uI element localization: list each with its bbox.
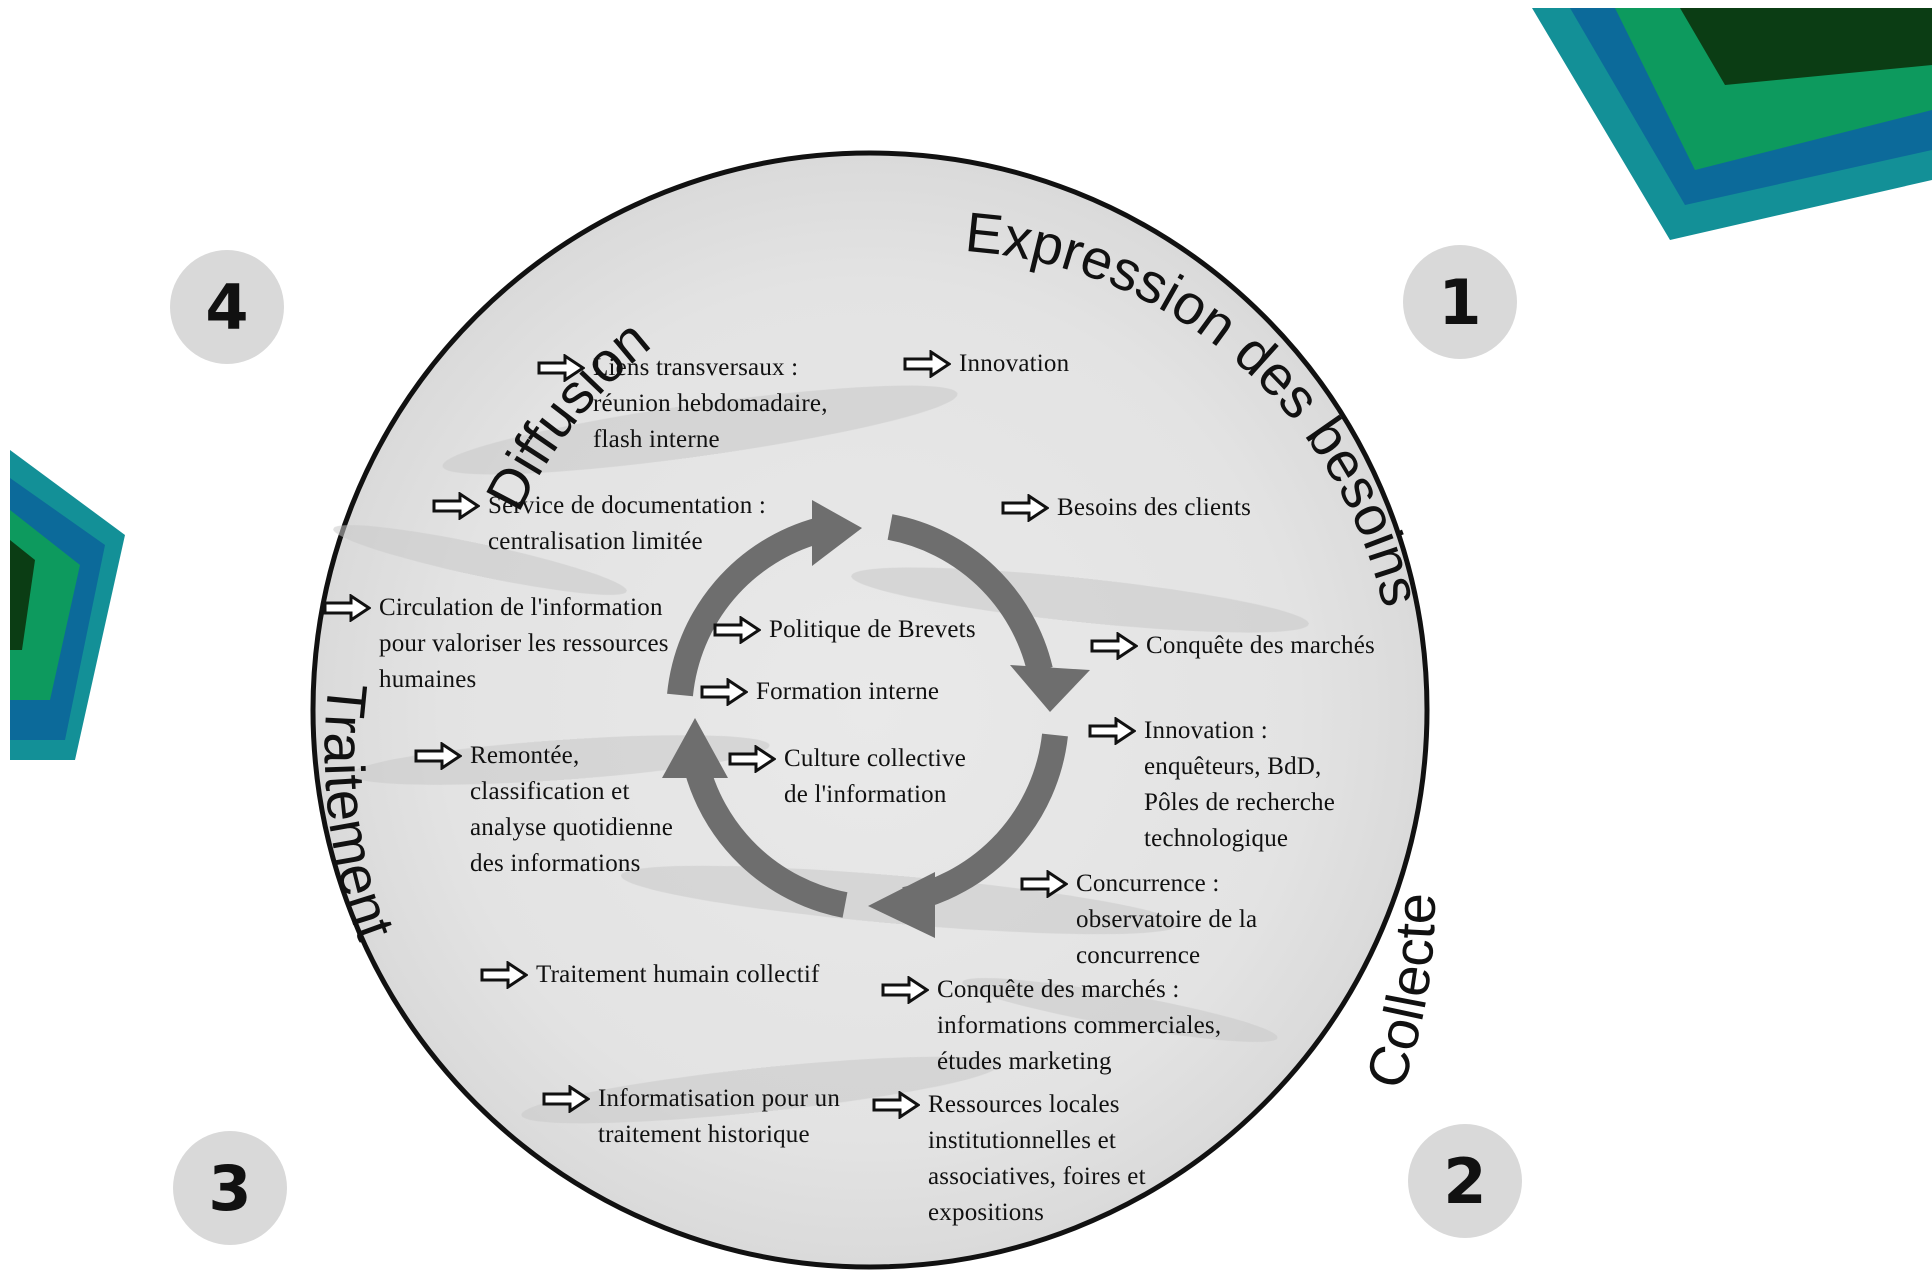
item-circulation: Circulation de l'information pour valori… [323, 590, 669, 698]
hollow-arrow-icon [881, 976, 929, 1004]
item-innovation-enqueteurs: Innovation : enquêteurs, BdD, Pôles de r… [1088, 713, 1335, 857]
hollow-arrow-icon [1020, 870, 1068, 898]
hollow-arrow-icon [903, 350, 951, 378]
hollow-arrow-icon [323, 594, 371, 622]
phase-badge-4: 4 [170, 250, 284, 364]
hollow-arrow-icon [1090, 632, 1138, 660]
item-text: Traitement humain collectif [536, 961, 820, 988]
item-text: Circulation de l'information pour valori… [379, 594, 669, 693]
hollow-arrow-icon [700, 678, 748, 706]
item-text: Formation interne [756, 678, 940, 705]
hollow-arrow-icon [713, 616, 761, 644]
item-text: Politique de Brevets [769, 616, 976, 643]
cycle-arrows [667, 514, 1068, 918]
hollow-arrow-icon [414, 742, 462, 770]
item-remontee: Remontée, classification et analyse quot… [414, 738, 673, 882]
hollow-arrow-icon [1001, 494, 1049, 522]
item-politique-brevets: Politique de Brevets [713, 612, 976, 648]
left-decoration [10, 450, 125, 760]
item-informatisation: Informatisation pour un traitement histo… [542, 1081, 840, 1153]
item-text: Conquête des marchés : informations comm… [937, 976, 1222, 1075]
item-innovation: Innovation [903, 346, 1069, 382]
item-formation-interne: Formation interne [700, 674, 939, 710]
item-conquete-marches: Conquête des marchés [1090, 628, 1375, 664]
cycle-arrowheads [662, 500, 1090, 938]
hollow-arrow-icon [728, 745, 776, 773]
item-text: Ressources locales institutionnelles et … [928, 1091, 1146, 1226]
item-text: Culture collective de l'information [784, 745, 967, 808]
item-conquete-informations: Conquête des marchés : informations comm… [881, 972, 1221, 1080]
phase-badge-1: 1 [1403, 245, 1517, 359]
item-text: Conquête des marchés [1146, 632, 1375, 659]
cycle-arrow-top-right [887, 514, 1053, 674]
item-service-documentation: Service de documentation : centralisatio… [432, 488, 766, 560]
cycle-arrow-bottom-right [902, 733, 1068, 913]
item-text: Liens transversaux : réunion hebdomadair… [593, 354, 828, 453]
item-liens-transversaux: Liens transversaux : réunion hebdomadair… [537, 350, 828, 458]
item-text: Innovation [959, 350, 1070, 377]
item-text: Informatisation pour un traitement histo… [598, 1085, 841, 1148]
cycle-arrow-top-left [667, 517, 824, 697]
phase-badge-3: 3 [173, 1131, 287, 1245]
hollow-arrow-icon [1088, 717, 1136, 745]
hollow-arrow-icon [432, 492, 480, 520]
hollow-arrow-icon [872, 1091, 920, 1119]
phase-badge-2: 2 [1408, 1124, 1522, 1238]
item-traitement-humain: Traitement humain collectif [480, 957, 820, 993]
item-text: Concurrence : observatoire de la concurr… [1076, 870, 1258, 969]
cycle-arrow-bottom-left [682, 756, 848, 918]
item-concurrence: Concurrence : observatoire de la concurr… [1020, 866, 1257, 974]
top-right-decoration [1532, 8, 1932, 240]
item-text: Innovation : enquêteurs, BdD, Pôles de r… [1144, 717, 1336, 852]
item-text: Service de documentation : centralisatio… [488, 492, 767, 555]
item-text: Besoins des clients [1057, 494, 1252, 521]
hollow-arrow-icon [542, 1085, 590, 1113]
item-besoins-clients: Besoins des clients [1001, 490, 1251, 526]
texture-streaks [333, 385, 1309, 1124]
hollow-arrow-icon [480, 961, 528, 989]
item-culture-collective: Culture collective de l'information [728, 741, 966, 813]
item-text: Remontée, classification et analyse quot… [470, 742, 674, 877]
hollow-arrow-icon [537, 354, 585, 382]
item-ressources-locales: Ressources locales institutionnelles et … [872, 1087, 1146, 1231]
